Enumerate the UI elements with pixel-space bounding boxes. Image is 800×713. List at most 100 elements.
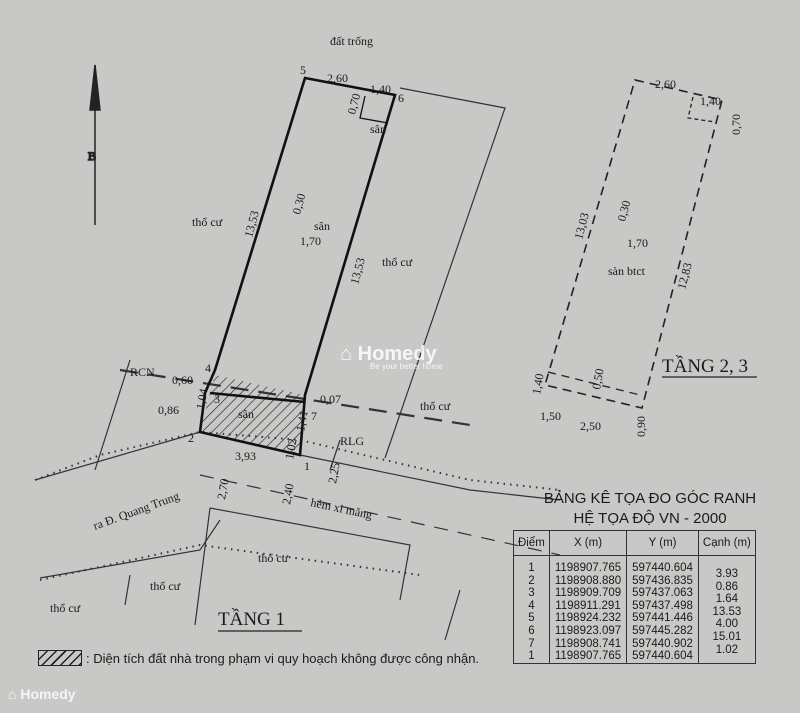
home-icon: ⌂ — [340, 343, 353, 365]
surrounding-lines — [34, 87, 561, 641]
watermark-logo: ⌂ Homedy Be your better home — [340, 343, 443, 371]
cell-y: 597440.604 — [632, 562, 693, 574]
point-4: 4 — [205, 361, 211, 375]
lot-boundary-floor23 — [543, 79, 723, 409]
label-san-btct: sàn btct — [608, 264, 646, 278]
cell-y: 597445.282 — [632, 624, 693, 637]
cell-point: 4 — [528, 599, 535, 612]
hatch-swatch — [38, 650, 82, 666]
table-subtitle: HỆ TỌA ĐỘ VN - 2000 — [573, 510, 727, 527]
dim: 0,07 — [320, 392, 341, 406]
col-header: Cạnh (m) — [697, 530, 756, 556]
point-5: 5 — [300, 63, 306, 77]
col-header: X (m) — [548, 530, 628, 556]
cell-point: 2 — [528, 574, 535, 587]
floor1-title: TẦNG 1 — [218, 608, 285, 630]
dim: 12,83 — [674, 261, 695, 291]
cell-y: 597436.835 — [632, 574, 693, 587]
label-top-neighbour: đất trống — [330, 34, 373, 48]
point-1: 1 — [304, 459, 310, 473]
cell-x: 1198911.291 — [555, 599, 621, 612]
dim: 2,60 — [327, 71, 348, 85]
lot-boundary-floor1 — [198, 76, 397, 457]
dim: 2,50 — [580, 419, 601, 433]
cell-x: 1198907.765 — [554, 562, 622, 574]
cell-x: 1198908.741 — [554, 637, 622, 650]
dim: 13,53 — [347, 256, 368, 286]
cell-edge: 1.02 — [715, 643, 739, 656]
dim: 2,25 — [325, 461, 342, 484]
cell-point: 6 — [528, 624, 535, 637]
dim: 1,40 — [529, 372, 546, 395]
watermark-logo-corner: ⌂ Homedy — [8, 686, 76, 702]
floor23-title: TẦNG 2, 3 — [662, 355, 748, 377]
label-tho-cu: thổ cư — [192, 215, 223, 229]
cell-point: 5 — [528, 612, 535, 625]
dim: 0,70 — [344, 92, 363, 116]
dim: 1,02 — [282, 437, 299, 460]
label-tho-cu: thổ cư — [382, 255, 413, 269]
dim: 0,90 — [634, 416, 648, 437]
cell-x: 1198907.765 — [554, 650, 622, 663]
dim: 2,60 — [655, 77, 676, 91]
label-tho-cu: thổ cư — [420, 399, 451, 413]
cell-point: 1 — [528, 650, 535, 663]
dim: 0,30 — [614, 199, 633, 223]
dim: 0,50 — [589, 367, 606, 390]
dim: 2,40 — [279, 482, 296, 505]
dim: 13,03 — [571, 211, 592, 241]
home-icon: ⌂ — [8, 686, 17, 702]
cell-x: 1198909.709 — [554, 587, 622, 600]
dim: 1,50 — [540, 409, 561, 423]
label-san: sân — [238, 407, 254, 421]
dim: 1,04 — [193, 387, 210, 410]
dim: 0,60 — [172, 373, 193, 387]
cell-edge: 3.93 — [715, 568, 739, 580]
cell-edge: 13.53 — [712, 605, 742, 618]
north-arrow-icon: B — [87, 64, 101, 225]
cell-x: 1198923.097 — [554, 624, 622, 637]
cell-edge: 15.01 — [712, 630, 742, 643]
point-7: 7 — [311, 409, 317, 423]
dim: 1,70 — [300, 234, 321, 248]
cell-point: 7 — [528, 637, 535, 650]
cell-point: 3 — [528, 587, 535, 600]
cell-x: 1198924.232 — [554, 612, 622, 625]
point-3: 3 — [214, 392, 220, 406]
cell-edge: 0.86 — [715, 580, 739, 593]
cell-x: 1198908.880 — [554, 574, 622, 587]
legend-text: : Diện tích đất nhà trong phạm vi quy ho… — [86, 650, 480, 666]
dim: 1,40 — [700, 94, 721, 108]
col-header: Y (m) — [626, 530, 699, 556]
label-san: sân — [370, 122, 386, 136]
label-tho-cu: thổ cư — [258, 551, 289, 565]
cell-y: 597437.063 — [632, 587, 693, 600]
dim: 0,86 — [158, 403, 179, 417]
dim: 1,41 — [293, 409, 310, 432]
svg-text:B: B — [88, 149, 96, 163]
cell-point: 1 — [528, 562, 535, 574]
cell-edge: 4.00 — [715, 618, 739, 631]
cell-y: 597437.498 — [632, 599, 693, 612]
label-rlg: RLG — [340, 434, 364, 448]
label-tho-cu: thổ cư — [150, 579, 181, 593]
point-2: 2 — [188, 431, 194, 445]
cell-y: 597440.902 — [632, 637, 693, 650]
dim: 1,70 — [627, 236, 648, 250]
label-alley: hẻm xi măng — [309, 495, 373, 522]
label-tho-cu: thổ cư — [50, 601, 81, 615]
cell-y: 597440.604 — [632, 650, 693, 663]
dim: 2,70 — [214, 477, 231, 500]
cell-y: 597441.446 — [632, 612, 693, 625]
label-rcn: RCN — [130, 365, 155, 379]
dim: 13,53 — [241, 209, 262, 239]
label-san: sân — [314, 219, 330, 233]
cell-edge: 1.64 — [715, 593, 739, 606]
